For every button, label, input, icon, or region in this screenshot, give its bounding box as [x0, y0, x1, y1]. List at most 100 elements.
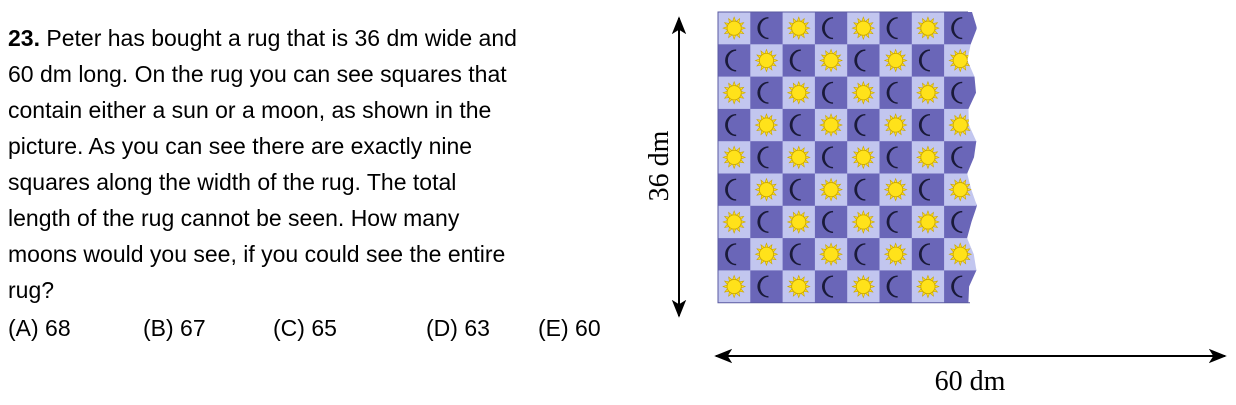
moon-icon [886, 275, 898, 298]
sun-tile [976, 76, 977, 110]
moon-icon [854, 178, 866, 201]
moon-icon [789, 49, 801, 72]
sun-tile [976, 205, 977, 239]
moon-tile [814, 76, 848, 110]
moon-icon [757, 17, 769, 40]
moon-icon [854, 243, 866, 266]
sun-icon [819, 113, 843, 137]
moon-tile [847, 108, 880, 142]
question-text: 23. Peter has bought a rug that is 36 dm… [8, 20, 618, 308]
moon-tile [911, 108, 945, 142]
sun-icon [883, 242, 908, 267]
moon-icon [822, 210, 834, 233]
moon-icon [984, 50, 994, 71]
moon-tile [879, 141, 913, 174]
moon-icon [725, 178, 737, 201]
question-line-7: moons would you see, if you could see th… [8, 241, 506, 267]
sun-icon [722, 80, 747, 105]
rug-border [717, 11, 970, 304]
sun-icon [883, 113, 908, 137]
moon-icon [886, 146, 898, 169]
moon-icon [822, 146, 834, 169]
option-e[interactable]: (E) 60 [538, 315, 601, 341]
sun-icon [722, 145, 747, 170]
moon-tile [718, 44, 751, 78]
moon-tile [944, 76, 977, 110]
option-a[interactable]: (A) 68 [8, 315, 71, 341]
sun-icon [916, 145, 940, 170]
moon-icon [951, 210, 963, 233]
moon-tile [879, 270, 913, 303]
moon-tile [718, 108, 751, 142]
moon-icon [725, 243, 737, 266]
moon-tile [782, 173, 816, 207]
question-line-3: contain either a sun or a moon, as shown… [8, 97, 492, 123]
moon-icon [854, 114, 866, 137]
sun-icon [722, 210, 747, 234]
moon-tile [814, 12, 848, 45]
sun-tile [976, 141, 977, 174]
question-line-5: squares along the width of the rug. The … [8, 169, 457, 195]
sun-tile [976, 270, 977, 303]
moon-tile [944, 12, 977, 45]
moon-tile [911, 173, 945, 207]
moon-tile [976, 44, 977, 78]
moon-tile [814, 141, 848, 174]
sun-icon [916, 16, 940, 41]
moon-icon [886, 210, 898, 233]
sun-icon [948, 48, 973, 73]
moon-tile [847, 238, 880, 271]
moon-tile [750, 76, 784, 110]
sun-icon [754, 113, 779, 137]
sun-icon [819, 177, 843, 202]
sun-icon [754, 48, 779, 73]
sun-icon [754, 242, 779, 267]
moon-tile [750, 270, 784, 303]
sun-icon [883, 177, 908, 202]
moon-tile [911, 238, 945, 271]
moon-icon [984, 179, 994, 200]
sun-icon [916, 210, 940, 234]
sun-icon [786, 145, 811, 170]
option-c[interactable]: (C) 65 [273, 315, 337, 341]
moon-icon [918, 49, 931, 72]
moon-icon [951, 146, 963, 169]
sun-icon [786, 210, 811, 234]
moon-tile [879, 205, 913, 239]
moon-icon [757, 275, 769, 298]
problem-number: 23. [8, 25, 40, 51]
problem-block: 23. Peter has bought a rug that is 36 dm… [8, 20, 618, 346]
sun-icon [819, 48, 843, 73]
sun-icon [916, 80, 940, 105]
moon-icon [822, 17, 834, 40]
moon-tile [944, 205, 977, 239]
answer-options: (A) 68 (B) 67 (C) 65 (D) 63 (E) 60 [8, 310, 618, 346]
rug [718, 12, 1004, 303]
sun-icon [883, 48, 908, 73]
sun-icon [819, 242, 843, 267]
moon-tile [782, 238, 816, 271]
moon-icon [951, 17, 963, 40]
moon-icon [822, 81, 834, 104]
sun-icon [948, 242, 973, 267]
sun-icon [851, 210, 876, 234]
moon-tile [976, 173, 977, 207]
moon-tile [911, 44, 945, 78]
sun-icon [982, 146, 1004, 168]
moon-icon [918, 178, 931, 201]
moon-tile [814, 205, 848, 239]
moon-tile [879, 76, 913, 110]
option-b[interactable]: (B) 67 [143, 315, 206, 341]
moon-tile [944, 141, 977, 174]
moon-icon [725, 114, 737, 137]
moon-icon [886, 17, 898, 40]
moon-icon [984, 115, 994, 136]
option-d[interactable]: (D) 63 [426, 315, 490, 341]
moon-tile [814, 270, 848, 303]
moon-tile [750, 141, 784, 174]
moon-icon [725, 49, 737, 72]
moon-tile [718, 238, 751, 271]
moon-icon [757, 81, 769, 104]
moon-tile [718, 173, 751, 207]
